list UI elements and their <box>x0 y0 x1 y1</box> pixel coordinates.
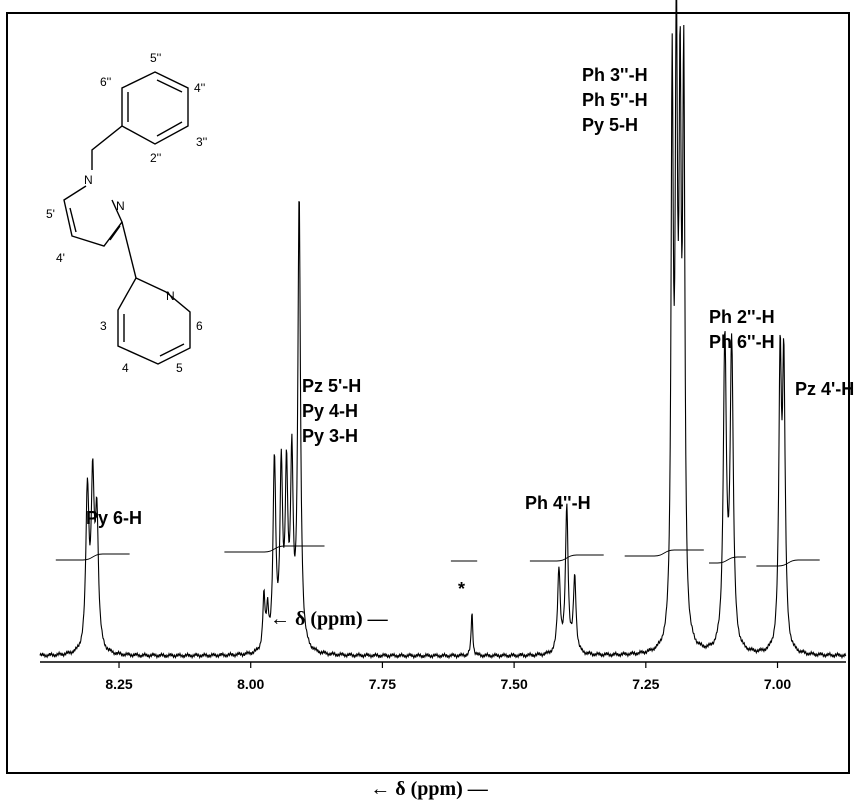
peak-label-3-0: Ph 4''-H <box>525 493 591 513</box>
integral-curve-4 <box>624 549 704 557</box>
peak-label-2-0: * <box>458 579 465 599</box>
benzene-ring <box>121 71 189 145</box>
peak-label-1-0: Pz 5'-H <box>302 376 361 396</box>
peak-label-5-1: Ph 6''-H <box>709 332 775 352</box>
atom-label-7: 5' <box>46 207 55 221</box>
integral-curve-5 <box>709 556 746 564</box>
atom-label-10: 3 <box>100 319 107 333</box>
atom-label-9: N <box>166 289 175 303</box>
inset-axis-label: ← δ (ppm) — <box>270 608 388 630</box>
x-tick-label-2: 7.75 <box>369 676 396 692</box>
atom-label-12: 4 <box>122 361 129 375</box>
peak-labels: Py 6-H Pz 5'-H Py 4-H Py 3-H * Ph 4''-H Ph 3''… <box>86 65 854 599</box>
x-axis-ticks: 8.25 8.00 7.75 7.50 7.25 7.00 <box>105 662 791 692</box>
peak-label-5-0: Ph 2''-H <box>709 307 775 327</box>
peak-label-4-2: Py 5-H <box>582 115 638 135</box>
pyrazole-inner-bonds <box>69 207 121 241</box>
peak-label-6-0: Pz 4'-H <box>795 379 854 399</box>
x-tick-label-0: 8.25 <box>105 676 132 692</box>
integral-curve-6 <box>756 559 820 567</box>
peak-label-4-1: Ph 5''-H <box>582 90 648 110</box>
methylene-bond <box>91 125 123 170</box>
atom-label-13: 5 <box>176 361 183 375</box>
integral-curves <box>55 545 820 567</box>
molecule-structure <box>63 71 191 365</box>
pyridine-ring <box>117 277 191 365</box>
benzene-inner-bonds <box>127 79 183 137</box>
atom-label-1: 6'' <box>100 75 111 89</box>
chart-frame <box>6 12 850 774</box>
integral-curve-0 <box>55 553 130 561</box>
peak-label-1-1: Py 4-H <box>302 401 358 421</box>
atom-label-2: 4'' <box>194 81 205 95</box>
peak-label-4-0: Ph 3''-H <box>582 65 648 85</box>
atom-label-5: N <box>84 173 93 187</box>
ring-link-bond <box>121 221 137 279</box>
atom-label-4: 2'' <box>150 151 161 165</box>
atom-label-11: 6 <box>196 319 203 333</box>
pyridine-inner-bonds <box>123 314 185 357</box>
peak-label-0-0: Py 6-H <box>86 508 142 528</box>
atom-label-8: 4' <box>56 251 65 265</box>
integral-curve-3 <box>529 554 604 562</box>
x-tick-label-3: 7.50 <box>500 676 527 692</box>
atom-label-6: N <box>116 199 125 213</box>
pyrazole-ring <box>63 185 123 247</box>
atom-label-3: 3'' <box>196 135 207 149</box>
x-axis-title: ← δ (ppm) — <box>370 778 488 800</box>
spectrum-trace <box>39 0 847 660</box>
atom-label-0: 5'' <box>150 51 161 65</box>
x-tick-label-5: 7.00 <box>764 676 791 692</box>
peak-label-1-2: Py 3-H <box>302 426 358 446</box>
x-tick-label-1: 8.00 <box>237 676 264 692</box>
x-tick-label-4: 7.25 <box>632 676 659 692</box>
integral-curve-1 <box>224 545 325 553</box>
molecule-atom-labels: 5'' 6'' 4'' 3'' 2'' N N 5' 4' N 3 6 4 5 <box>46 51 207 375</box>
